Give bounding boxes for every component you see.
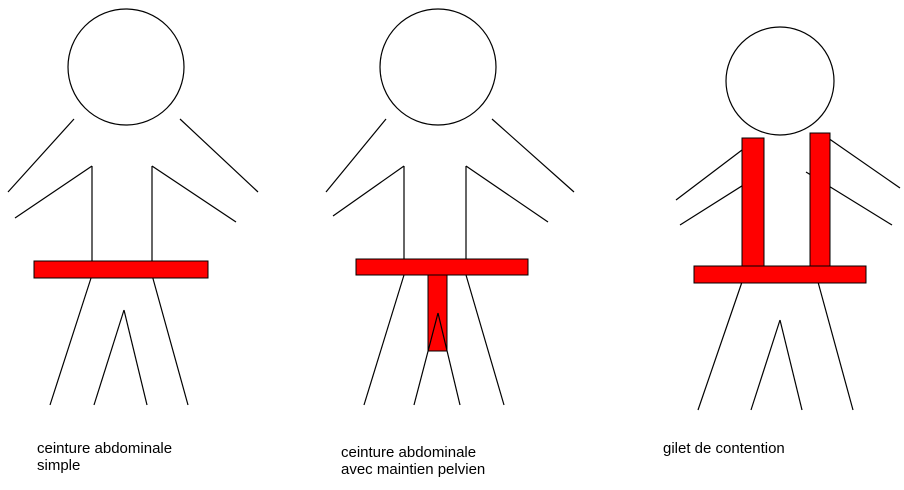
figure-vest <box>676 27 900 410</box>
figure-1-arms <box>8 119 258 222</box>
figure-1-head <box>68 9 184 125</box>
caption-simple-belt: ceinture abdominale simple <box>37 440 172 474</box>
caption-line: gilet de contention <box>663 440 785 457</box>
caption-line: avec maintien pelvien <box>341 461 485 478</box>
figure-1-legs <box>50 275 188 405</box>
figure-3-arms <box>676 138 900 225</box>
caption-line: simple <box>37 457 172 474</box>
figure-belt-pelvic <box>326 9 574 405</box>
figure-simple-belt <box>8 9 258 405</box>
abdominal-belt <box>356 259 528 275</box>
right-shoulder-strap <box>810 133 830 266</box>
caption-line: ceinture abdominale <box>341 444 485 461</box>
caption-belt-pelvic: ceinture abdominale avec maintien pelvie… <box>341 444 485 478</box>
figure-3-legs <box>698 282 853 410</box>
left-shoulder-strap <box>742 138 764 266</box>
figure-3-head <box>726 27 834 135</box>
waist-belt <box>694 266 866 283</box>
caption-vest: gilet de contention <box>663 440 785 457</box>
figure-2-head <box>380 9 496 125</box>
abdominal-belt <box>34 261 208 278</box>
figure-2-torso <box>404 166 466 265</box>
figure-1-torso <box>92 166 152 270</box>
caption-line: ceinture abdominale <box>37 440 172 457</box>
figure-2-arms <box>326 119 574 222</box>
